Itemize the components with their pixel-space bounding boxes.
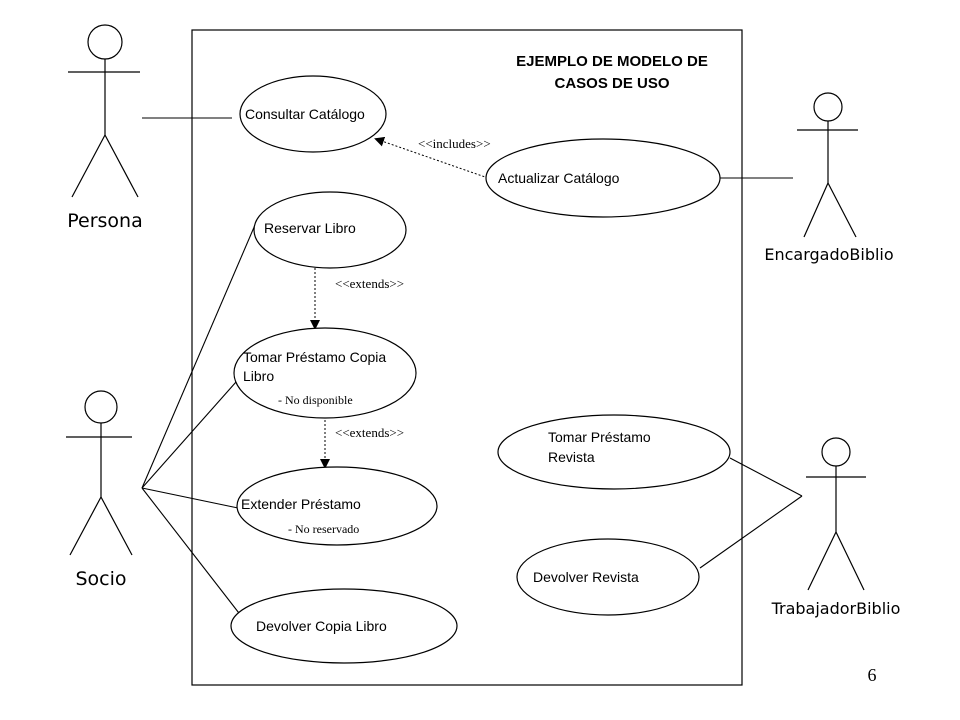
use-case-actualizar: Actualizar Catálogo [485, 138, 721, 218]
actor-label-persona: Persona [67, 210, 143, 232]
use-case-tomar-copia: Tomar Préstamo Copia Libro - No disponib… [233, 327, 417, 419]
page-number: 6 [868, 665, 877, 685]
actor-socio [66, 390, 133, 556]
associations [141, 117, 803, 618]
actor-label-encargado: EncargadoBiblio [764, 245, 893, 264]
assoc-trabajador-tomar-revista [729, 457, 803, 497]
includes-label: <<includes>> [418, 136, 491, 151]
use-case-devolver-copia: Devolver Copia Libro [230, 588, 458, 664]
use-case-label-tomar-revista-1: Tomar Préstamo [548, 429, 651, 445]
use-case-consultar: Consultar Catálogo [239, 75, 387, 153]
extends-label-2: <<extends>> [335, 425, 404, 440]
assoc-socio-devolver-copia [141, 487, 243, 618]
use-case-reservar: Reservar Libro [253, 191, 407, 269]
actor-persona [68, 24, 140, 198]
use-case-label-actualizar: Actualizar Catálogo [498, 170, 620, 186]
extends-label-1: <<extends>> [335, 276, 404, 291]
assoc-socio-extender [141, 487, 239, 509]
use-case-label-tomar-copia-1: Tomar Préstamo Copia [243, 349, 386, 365]
assoc-socio-tomar-copia [141, 381, 237, 489]
use-case-label-tomar-revista-2: Revista [548, 449, 595, 465]
diagram-title-line2: CASOS DE USO [554, 75, 669, 92]
use-case-label-devolver-revista: Devolver Revista [533, 569, 639, 585]
use-case-note-tomar-copia: - No disponible [278, 393, 353, 407]
actor-label-trabajador: TrabajadorBiblio [771, 599, 901, 618]
assoc-trabajador-devolver-revista [699, 495, 803, 569]
actor-encargado [797, 92, 858, 238]
use-case-label-reservar: Reservar Libro [264, 220, 356, 236]
actor-trabajador [806, 437, 866, 591]
diagram-title-line1: EJEMPLO DE MODELO DE [516, 53, 708, 70]
use-case-label-devolver-copia: Devolver Copia Libro [256, 618, 387, 634]
use-case-note-extender: - No reservado [288, 522, 359, 536]
use-case-label-consultar: Consultar Catálogo [245, 106, 365, 122]
use-case-label-tomar-copia-2: Libro [243, 368, 274, 384]
assoc-socio-reservar [141, 224, 256, 489]
use-case-devolver-revista: Devolver Revista [516, 538, 700, 616]
actor-label-socio: Socio [75, 568, 126, 590]
use-case-label-extender: Extender Préstamo [241, 496, 361, 512]
use-case-extender: Extender Préstamo - No reservado [236, 466, 438, 546]
system-boundary [191, 29, 743, 686]
use-case-tomar-revista: Tomar Préstamo Revista [497, 414, 731, 490]
